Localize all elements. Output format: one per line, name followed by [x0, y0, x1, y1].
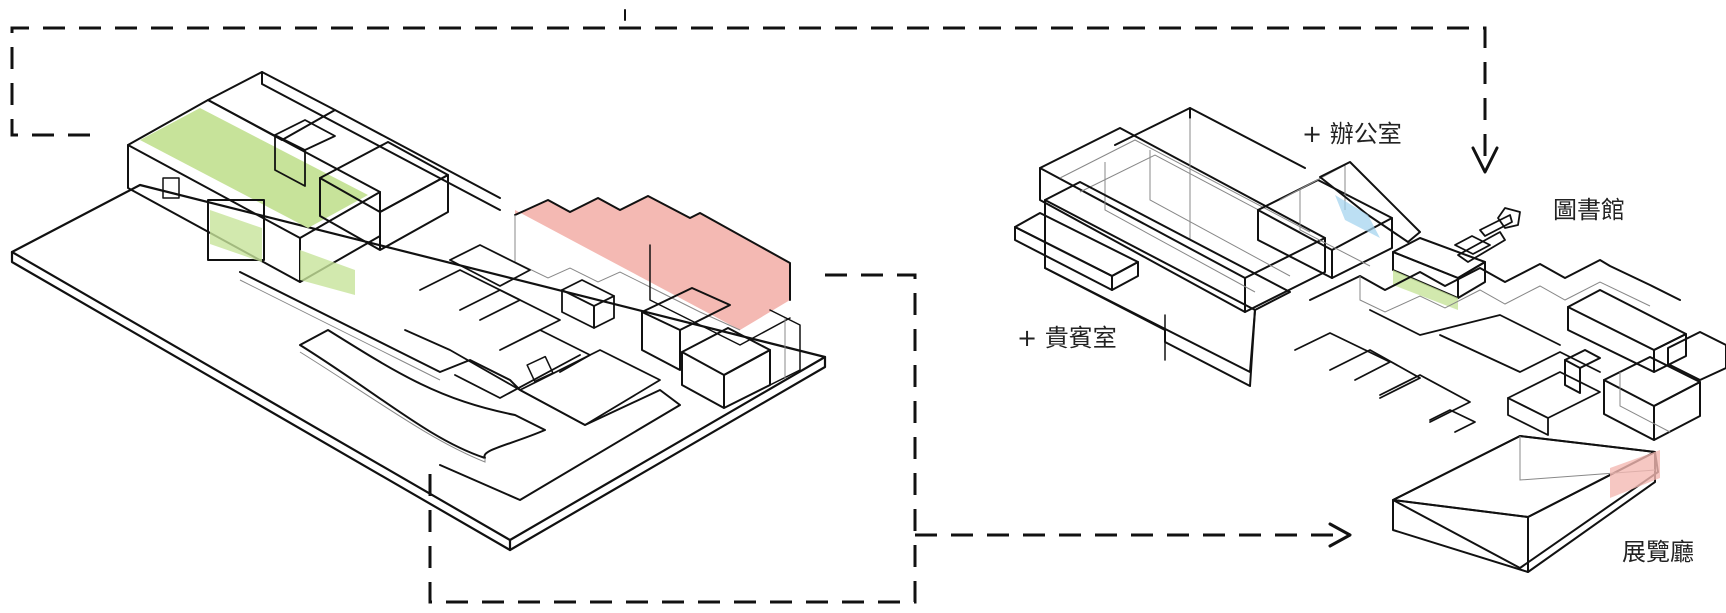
label-exhibition-hall: 展覽廳 — [1622, 538, 1694, 566]
flow-arrow-bottom — [428, 273, 1352, 604]
right-building-model — [1014, 107, 1726, 573]
label-vip-room: + 貴賓室 — [1017, 324, 1117, 352]
label-office: + 辦公室 — [1302, 120, 1402, 148]
flow-arrow-top — [10, 26, 1499, 174]
label-library: 圖書館 — [1553, 196, 1625, 224]
left-building-model — [10, 71, 827, 552]
